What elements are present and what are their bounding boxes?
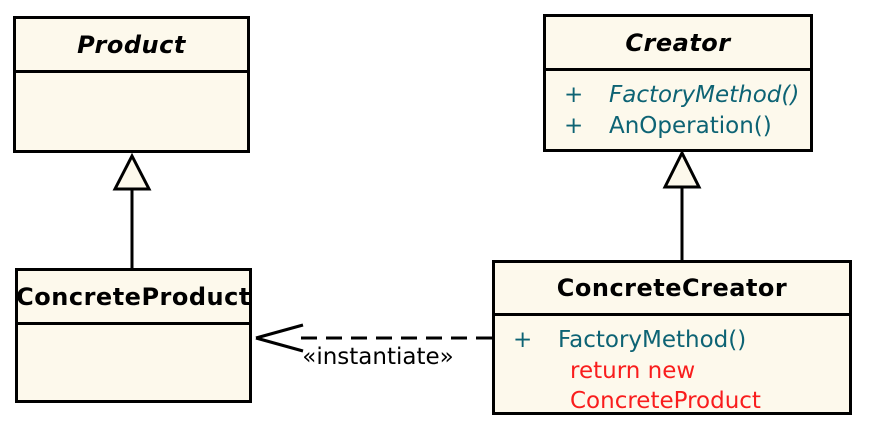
- code-note-line: ConcreteProduct: [570, 388, 761, 414]
- operation-row: + FactoryMethod(): [495, 325, 849, 356]
- operation-name: AnOperation(): [609, 113, 772, 139]
- open-arrowhead-icon: [255, 323, 304, 353]
- class-box-product: Product: [13, 16, 250, 153]
- class-name: ConcreteProduct: [16, 282, 251, 311]
- operation-visibility: +: [564, 82, 584, 108]
- class-title-concrete-creator: ConcreteCreator: [495, 263, 849, 316]
- class-box-creator: Creator + FactoryMethod() + AnOperation(…: [543, 14, 813, 152]
- operation-row: + AnOperation(): [546, 111, 810, 142]
- code-note-line: return new: [570, 358, 696, 384]
- generalization-edge-creator: [662, 149, 702, 261]
- class-name: Creator: [625, 28, 731, 57]
- operation-name: FactoryMethod(): [609, 82, 800, 108]
- dependency-label-instantiate: «instantiate»: [302, 344, 454, 370]
- operation-visibility: +: [564, 113, 584, 139]
- generalization-edge-product: [112, 152, 152, 268]
- class-body-concrete-creator: + FactoryMethod() return new ConcretePro…: [495, 316, 849, 416]
- operation-visibility: +: [513, 327, 533, 353]
- class-title-product: Product: [16, 19, 247, 73]
- class-name: Product: [77, 30, 186, 59]
- operation-name: FactoryMethod(): [558, 327, 747, 353]
- class-box-concrete-product: ConcreteProduct: [15, 268, 252, 403]
- inheritance-triangle-icon: [662, 149, 702, 189]
- class-name: ConcreteCreator: [556, 274, 788, 302]
- class-box-concrete-creator: ConcreteCreator + FactoryMethod() return…: [492, 260, 852, 415]
- class-title-concrete-product: ConcreteProduct: [16, 271, 251, 325]
- inheritance-triangle-icon: [112, 152, 152, 191]
- class-body-product: [16, 73, 247, 82]
- dependency-edge-instantiate: [255, 323, 492, 353]
- operation-row: + FactoryMethod(): [546, 80, 810, 111]
- class-title-creator: Creator: [546, 17, 810, 71]
- class-body-creator: + FactoryMethod() + AnOperation(): [546, 71, 810, 142]
- class-body-concrete-product: [18, 325, 249, 334]
